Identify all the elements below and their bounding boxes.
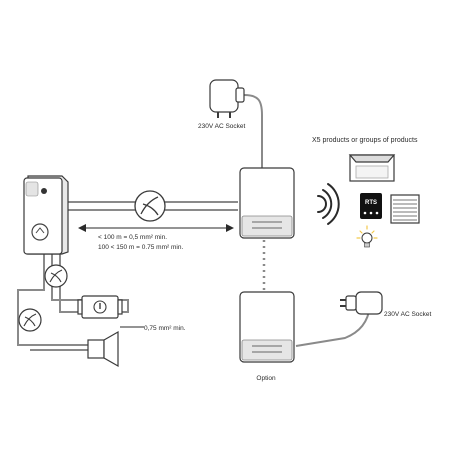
socket-top-label: 230V AC Socket xyxy=(198,123,246,130)
cable-adapter-top xyxy=(243,94,263,168)
rts-logo: RTS xyxy=(365,200,377,206)
power-adapter-top: 230V AC Socket xyxy=(198,79,246,130)
cable-spec-3: 0,75 mm² min. xyxy=(144,325,186,332)
cable-spec-1: < 100 m = 0,5 mm² min. xyxy=(98,234,167,241)
doorbell-icon xyxy=(23,175,69,255)
roller-shutter-icon xyxy=(390,194,420,224)
cable-to-chime xyxy=(17,248,88,346)
main-unit xyxy=(239,167,295,239)
option-unit xyxy=(239,291,295,363)
cable-lock-loop xyxy=(118,299,129,313)
power-adapter-icon xyxy=(340,291,383,315)
wire-cutter-icon xyxy=(134,190,166,222)
door-lock-icon xyxy=(77,295,123,319)
power-adapter-right: 230V AC Socket xyxy=(340,291,432,318)
awning-icon xyxy=(348,154,396,182)
power-adapter-icon xyxy=(209,79,245,118)
wire-cutter-icon xyxy=(44,264,68,288)
cable-spec-2: 100 < 150 m = 0.75 mm² min. xyxy=(98,244,183,251)
light-bulb-icon xyxy=(356,225,378,248)
rts-remote-icon: RTS xyxy=(360,193,382,219)
option-label: Option xyxy=(256,375,276,382)
cable-network xyxy=(17,94,371,351)
wireless-signal-icon xyxy=(317,183,340,225)
wire-cutter-icon xyxy=(18,308,42,332)
products-title: X5 products or groups of products xyxy=(312,137,418,144)
socket-right-label: 230V AC Socket xyxy=(384,311,432,318)
chime-icon xyxy=(87,330,119,368)
